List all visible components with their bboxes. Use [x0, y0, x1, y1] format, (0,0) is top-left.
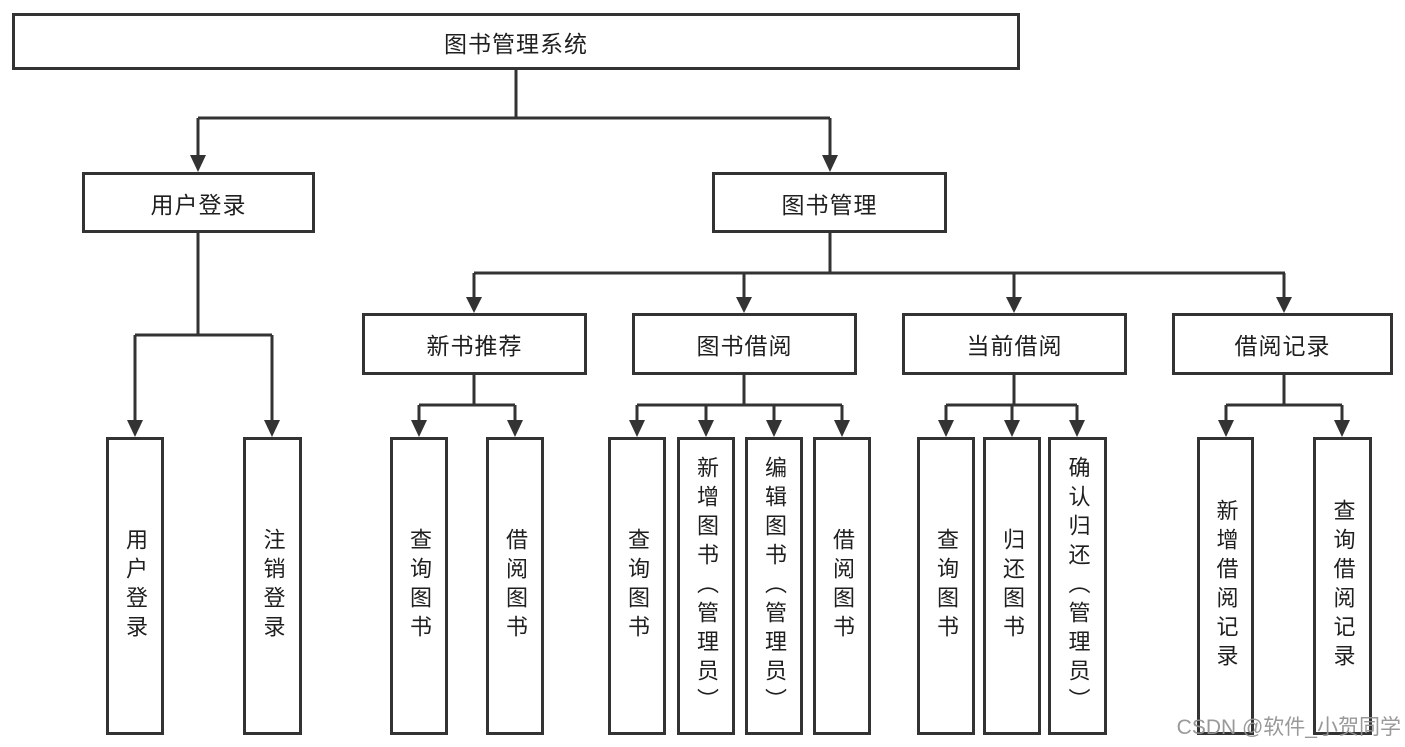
node-borrow-records: 借阅记录 [1172, 313, 1393, 375]
leaf-add-borrow-record: 新增借阅记录 [1197, 437, 1254, 735]
leaf-borrow-books-2: 借阅图书 [813, 437, 871, 735]
csdn-watermark: CSDN @软件_小贺同学 [1176, 716, 1401, 739]
leaf-label: 新增图书（管理员） [694, 455, 719, 717]
arrowheads [127, 155, 1350, 437]
leaf-confirm-return-admin: 确认归还（管理员） [1048, 437, 1107, 735]
node-root-library-system: 图书管理系统 [12, 13, 1020, 70]
leaf-query-books-3: 查询图书 [917, 437, 975, 735]
leaf-query-books-1: 查询图书 [390, 437, 448, 735]
leaf-query-books-2: 查询图书 [608, 437, 666, 735]
node-current-borrow: 当前借阅 [902, 313, 1127, 375]
leaf-label: 新增借阅记录 [1213, 499, 1239, 673]
node-new-book-recommend: 新书推荐 [362, 313, 587, 375]
leaf-return-books: 归还图书 [983, 437, 1041, 735]
leaf-label: 用户登录 [123, 528, 148, 644]
leaf-query-borrow-record: 查询借阅记录 [1313, 437, 1372, 735]
leaf-label: 借阅图书 [503, 528, 528, 644]
leaf-label: 查询图书 [407, 528, 432, 644]
leaf-label: 查询借阅记录 [1330, 499, 1356, 673]
leaf-edit-books-admin: 编辑图书（管理员） [745, 437, 803, 735]
leaf-label: 编辑图书（管理员） [762, 455, 787, 717]
leaf-add-books-admin: 新增图书（管理员） [677, 437, 735, 735]
leaf-label: 查询图书 [625, 528, 650, 644]
leaf-label: 借阅图书 [830, 528, 855, 644]
leaf-label: 归还图书 [1000, 528, 1025, 644]
node-book-borrow: 图书借阅 [632, 313, 857, 375]
leaf-label: 注销登录 [260, 528, 286, 644]
leaf-label: 确认归还（管理员） [1065, 455, 1091, 717]
node-user-login: 用户登录 [82, 172, 315, 233]
leaf-label: 查询图书 [934, 528, 959, 644]
leaf-borrow-books-1: 借阅图书 [486, 437, 544, 735]
node-book-management: 图书管理 [712, 172, 947, 233]
leaf-user-login: 用户登录 [106, 437, 164, 735]
leaf-logout: 注销登录 [243, 437, 302, 735]
